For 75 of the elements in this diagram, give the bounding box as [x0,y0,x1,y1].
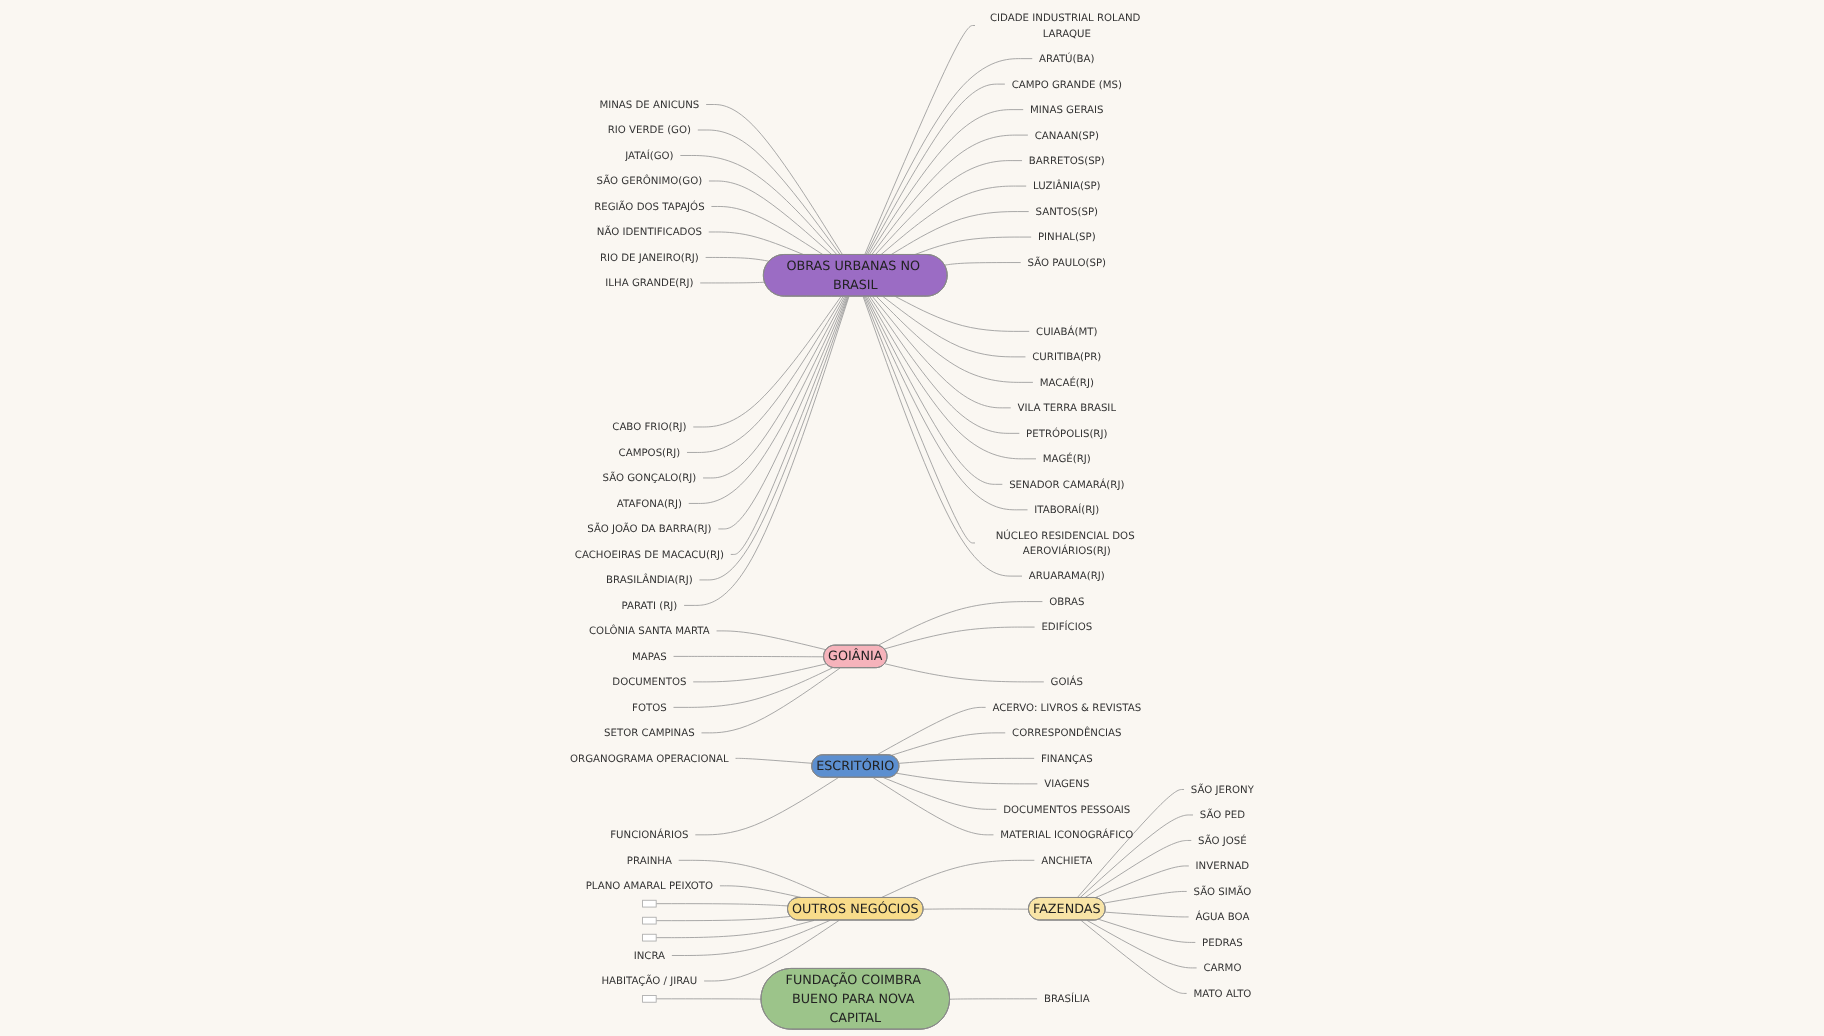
connector [735,757,813,764]
node-box [642,916,657,925]
connector [863,296,976,544]
connector [869,296,1020,434]
connector [884,663,1045,683]
connector [898,757,1035,764]
connector [1103,891,1188,904]
connector [688,296,847,504]
connector [1086,920,1198,969]
connector [865,58,1033,256]
connector [876,296,1034,383]
connector [716,630,827,651]
connector [1080,920,1188,994]
connector [705,104,844,256]
connector [686,296,844,453]
connector [868,109,1024,256]
connector [890,732,1006,756]
connector [1076,789,1185,899]
connector [872,296,1012,409]
connector [703,920,840,982]
connector [655,916,792,922]
connector [1094,865,1190,899]
connector [882,296,1026,358]
connector [671,920,831,956]
node-box [642,995,657,1003]
connector [678,859,832,899]
connector [880,185,1027,256]
connector [708,231,805,256]
connector [705,257,770,262]
connector [862,296,1023,577]
connector [865,296,1003,485]
connector [699,296,849,581]
connector [673,655,825,658]
connector [655,903,789,907]
connector [949,998,1038,1000]
connector [895,296,1030,332]
connector [717,296,848,530]
connector [883,626,1035,650]
node-box [642,933,657,942]
connector [697,129,841,256]
connector [692,663,827,683]
connector [1104,911,1190,918]
connector [699,281,766,284]
connector [1084,840,1192,899]
connector [679,155,838,256]
connector [730,296,849,555]
connector [1079,814,1194,899]
connector [701,667,841,734]
node-box [642,899,657,908]
connector [871,134,1029,256]
connector [683,296,850,606]
connector [864,25,976,256]
connector [694,777,839,836]
connector [1098,919,1196,943]
connector [913,236,1032,256]
connector [944,262,1022,266]
connector [923,908,1030,910]
connector [711,206,824,256]
connector [875,706,987,756]
connector [864,296,1028,511]
connector [867,296,1037,460]
connector [874,160,1023,256]
connector [872,777,994,836]
connector [655,920,815,939]
connector [702,296,846,479]
connector [655,998,762,1000]
connector [883,777,997,810]
connector [692,296,842,428]
connector [877,601,1043,647]
connector [866,83,1006,256]
connector [890,211,1030,256]
connector [673,667,834,708]
connector [880,859,1035,899]
connector [708,180,833,256]
connector [896,772,1038,785]
